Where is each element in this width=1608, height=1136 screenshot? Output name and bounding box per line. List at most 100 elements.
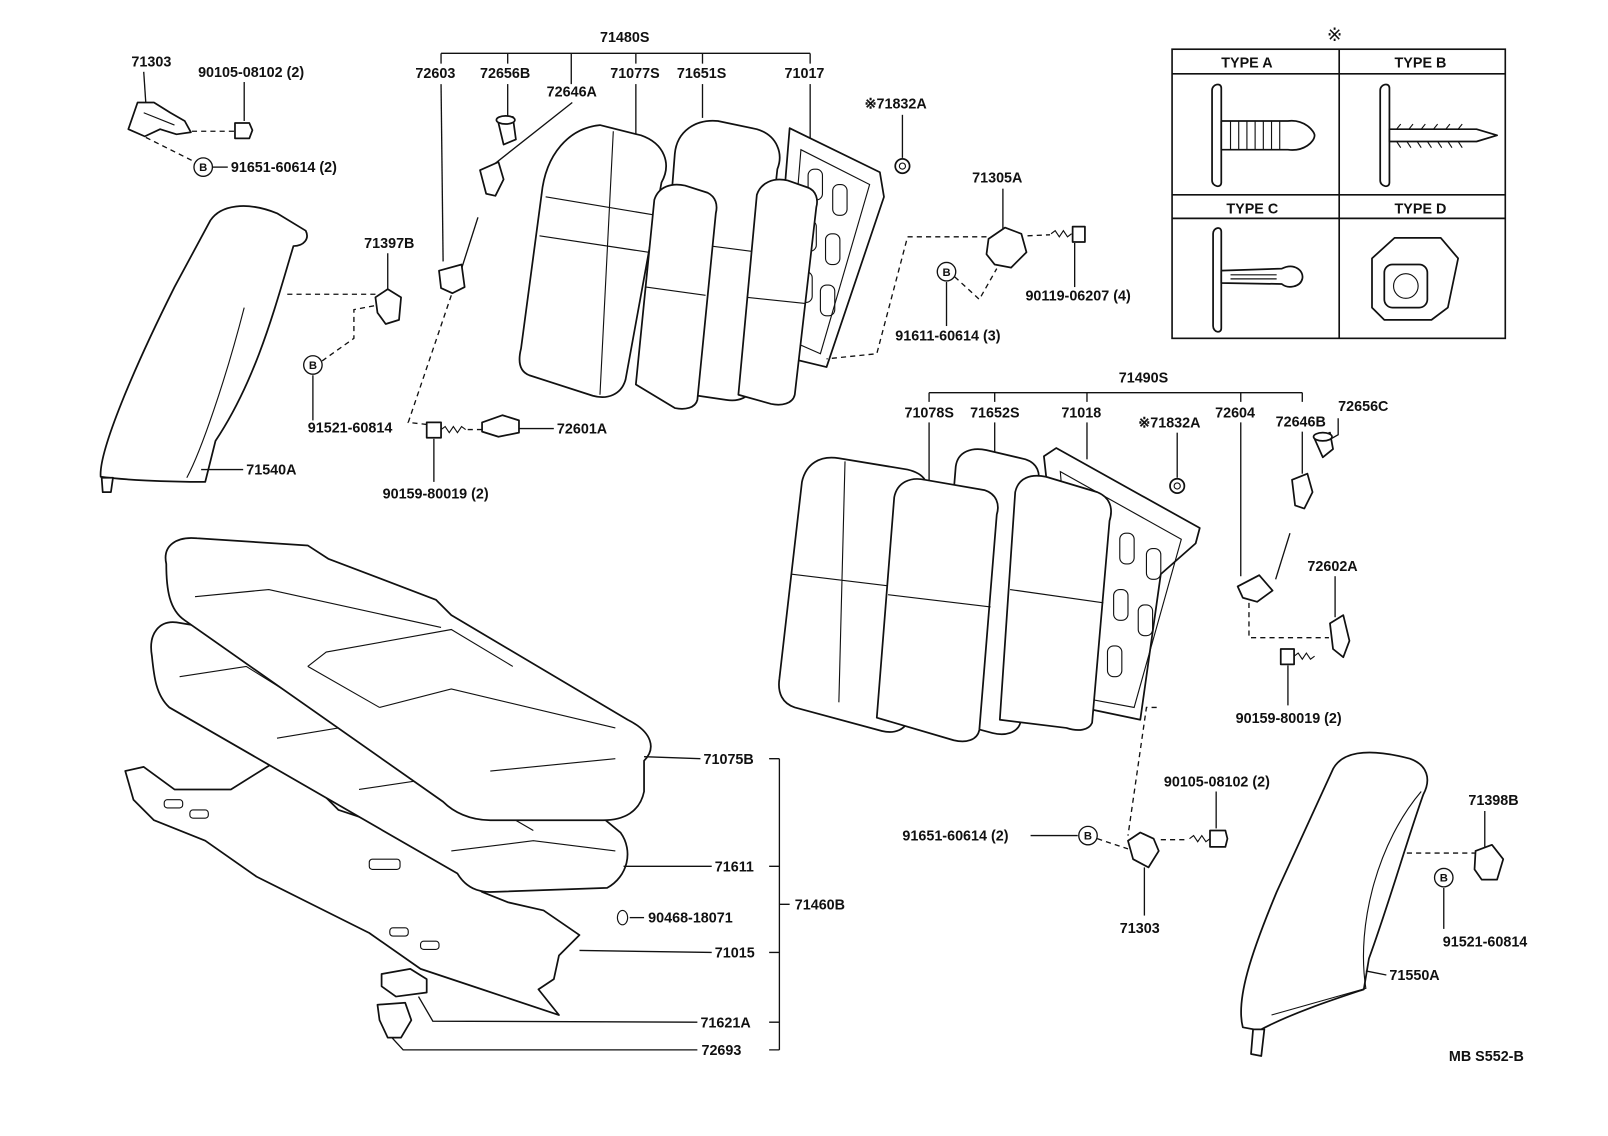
marker-b-label: B bbox=[309, 360, 317, 372]
part-label-71652s: 71652S bbox=[970, 405, 1019, 421]
dashed-line bbox=[1097, 838, 1129, 850]
hinge-72603 bbox=[438, 263, 466, 295]
marker-b bbox=[1078, 825, 1098, 846]
leader-line bbox=[1330, 418, 1339, 440]
part-label-72656c: 72656C bbox=[1338, 399, 1388, 415]
part-label-91521-60814: 91521-60814 bbox=[308, 421, 393, 437]
bolt-thread bbox=[440, 425, 466, 434]
part-label-91611-60614: 91611-60614 (3) bbox=[895, 328, 1000, 344]
part-label-71015: 71015 bbox=[715, 946, 755, 962]
diagram-code: MB S552-B bbox=[1449, 1049, 1524, 1065]
clip-71303-right bbox=[1127, 831, 1160, 869]
part-label-71397b: 71397B bbox=[364, 236, 414, 252]
part-label-71611: 71611 bbox=[715, 859, 754, 875]
seat-cushion-cover-71075b bbox=[164, 537, 652, 822]
part-label-90119-06207: 90119-06207 (4) bbox=[1025, 288, 1130, 304]
hinge-rod bbox=[1274, 532, 1291, 580]
clip-detail bbox=[898, 162, 907, 170]
bolster-seam bbox=[186, 307, 245, 479]
bolt-90105-left bbox=[234, 122, 254, 140]
bolster-seam bbox=[1271, 791, 1422, 1016]
cushion-seam bbox=[888, 594, 991, 608]
bolt-thread bbox=[1189, 834, 1211, 843]
type-b-header: TYPE B bbox=[1395, 56, 1447, 72]
bolt-90119 bbox=[1071, 225, 1086, 243]
marker-b bbox=[303, 355, 323, 375]
push-clip-cap bbox=[495, 114, 516, 125]
seat-back-right-group: 71490S 71078S 71652S 71018 ※71832A 72604… bbox=[778, 370, 1528, 1057]
type-c-clip-icon bbox=[1212, 227, 1304, 333]
leader-line bbox=[440, 84, 444, 262]
side-bolster-71540a bbox=[99, 205, 308, 483]
part-label-71550a: 71550A bbox=[1389, 968, 1439, 984]
hinge-71305a bbox=[985, 226, 1028, 269]
cushion-seam bbox=[1009, 588, 1104, 604]
upper-left-group: B 71303 90105-08102 (2) 91651-60614 (2) … bbox=[99, 55, 414, 494]
clip-detail bbox=[1173, 482, 1181, 490]
part-label-71075b: 71075B bbox=[704, 752, 754, 768]
side-bolster-71550a bbox=[1240, 751, 1429, 1032]
part-label-72604: 72604 bbox=[1215, 405, 1255, 421]
part-label-72646b: 72646B bbox=[1276, 415, 1326, 431]
type-a-clip-icon bbox=[1211, 83, 1316, 188]
part-label-72601a: 72601A bbox=[557, 422, 607, 438]
part-label-90468-18071: 90468-18071 bbox=[648, 911, 733, 927]
seat-back-panel-71652s bbox=[998, 474, 1112, 731]
part-label-90159-80019-right: 90159-80019 (2) bbox=[1236, 711, 1342, 727]
part-label-71398b: 71398B bbox=[1468, 793, 1518, 809]
reference-mark: ※ bbox=[1327, 25, 1342, 46]
clip-71398b bbox=[1473, 843, 1505, 881]
leader-line bbox=[579, 949, 712, 954]
part-label-71017: 71017 bbox=[785, 66, 825, 82]
part-label-72602a: 72602A bbox=[1307, 559, 1357, 575]
clip-71832a bbox=[894, 158, 911, 175]
part-label-72603: 72603 bbox=[415, 66, 455, 82]
clip-type-table: ※ TYPE A TYPE B TYPE C TYPE D bbox=[1171, 25, 1507, 340]
leader-line bbox=[391, 1037, 698, 1051]
cushion-seam bbox=[539, 131, 657, 395]
assembly-bracket-71490s bbox=[928, 392, 1303, 402]
type-d-header: TYPE D bbox=[1395, 201, 1447, 217]
push-clip-cap bbox=[1312, 431, 1333, 442]
part-label-71832a-right: ※71832A bbox=[1138, 416, 1200, 432]
part-label-71305a: 71305A bbox=[972, 170, 1022, 186]
leader-line bbox=[493, 102, 573, 165]
part-label-91521-60814-right: 91521-60814 bbox=[1443, 934, 1528, 950]
hinge-rod bbox=[460, 217, 479, 269]
dashed-line bbox=[826, 236, 987, 360]
clip-71832a-right bbox=[1169, 477, 1186, 495]
bolt-90159-left bbox=[425, 421, 442, 439]
type-d-clip-icon bbox=[1371, 236, 1459, 321]
part-label-72646a: 72646A bbox=[547, 84, 597, 100]
part-label-90105-08102: 90105-08102 (2) bbox=[198, 65, 304, 81]
bolster-peg bbox=[1250, 1028, 1266, 1057]
assembly-bracket-71480s bbox=[440, 52, 811, 85]
part-label-71621a: 71621A bbox=[700, 1015, 750, 1031]
cushion-seam bbox=[194, 588, 616, 772]
frame-openings bbox=[1106, 532, 1162, 678]
part-label-71078s: 71078S bbox=[904, 405, 953, 421]
bracket-72601a bbox=[481, 414, 520, 438]
bolt-90105-right bbox=[1209, 829, 1229, 848]
part-label-71651s: 71651S bbox=[677, 66, 726, 82]
bolt-thread bbox=[1293, 652, 1315, 661]
bracket-71621a bbox=[380, 968, 428, 998]
seat-back-cushion-71077s bbox=[518, 124, 667, 398]
bolt-90159-right bbox=[1279, 648, 1295, 666]
seat-cushion-group: 71075B 71611 90468-18071 71460B 71015 71… bbox=[124, 537, 845, 1059]
ring-90468-18071 bbox=[616, 909, 629, 926]
marker-b bbox=[1433, 867, 1454, 888]
bolster-peg bbox=[100, 476, 114, 494]
dashed-line bbox=[1248, 602, 1329, 639]
leader-line bbox=[143, 71, 147, 103]
part-label-71303: 71303 bbox=[131, 55, 171, 71]
part-label-72693: 72693 bbox=[701, 1043, 741, 1059]
marker-b-label: B bbox=[942, 267, 950, 279]
clip-72646b bbox=[1291, 472, 1314, 510]
type-b-clip-icon bbox=[1379, 83, 1498, 188]
leader-line bbox=[644, 755, 701, 760]
seat-pan-openings bbox=[163, 799, 440, 950]
marker-b bbox=[193, 157, 214, 178]
part-label-72656b: 72656B bbox=[480, 66, 530, 82]
